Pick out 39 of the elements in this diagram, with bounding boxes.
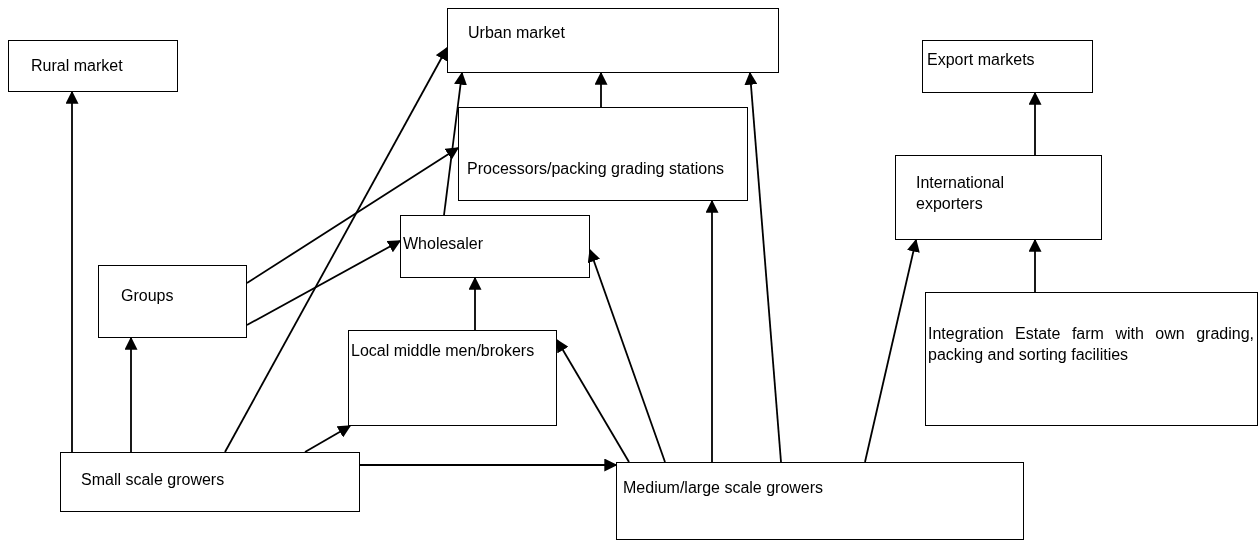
process-box <box>925 292 1258 426</box>
process-box <box>8 40 178 92</box>
arrow <box>1028 91 1042 156</box>
process-box <box>447 8 779 73</box>
arrow <box>224 46 448 453</box>
arrow <box>246 147 460 284</box>
process-box <box>348 330 557 426</box>
node-label: Medium/large scale growers <box>623 478 824 498</box>
node-label: International exporters <box>916 173 1006 214</box>
process-box <box>98 265 247 338</box>
arrow <box>864 238 920 463</box>
node-label: Small scale growers <box>81 470 225 490</box>
arrow <box>1028 238 1042 293</box>
node-label: Wholesaler <box>403 234 484 254</box>
process-box <box>400 215 590 278</box>
process-box <box>895 155 1102 240</box>
arrow <box>443 71 467 216</box>
arrow <box>359 458 618 472</box>
node-label: Export markets <box>927 50 1035 70</box>
process-box <box>458 107 748 201</box>
process-box <box>60 452 360 512</box>
node-label: Urban market <box>468 23 565 43</box>
arrow <box>65 90 79 453</box>
arrow <box>246 240 402 326</box>
node-label: Rural market <box>31 56 123 76</box>
arrow <box>594 71 608 108</box>
arrow <box>705 199 719 463</box>
arrow <box>124 336 138 453</box>
arrow <box>556 338 630 463</box>
arrow <box>744 71 782 463</box>
node-label: Local middle men/brokers <box>351 341 536 361</box>
process-box <box>616 462 1024 540</box>
node-label: Integration Estate farm with own grading, packing and sorting facilities <box>928 324 1254 365</box>
arrow <box>304 425 352 453</box>
arrow <box>587 248 666 463</box>
arrow <box>468 276 482 331</box>
node-label: Groups <box>121 286 174 306</box>
process-box <box>922 40 1093 93</box>
node-label: Processors/packing grading stations <box>467 159 725 179</box>
